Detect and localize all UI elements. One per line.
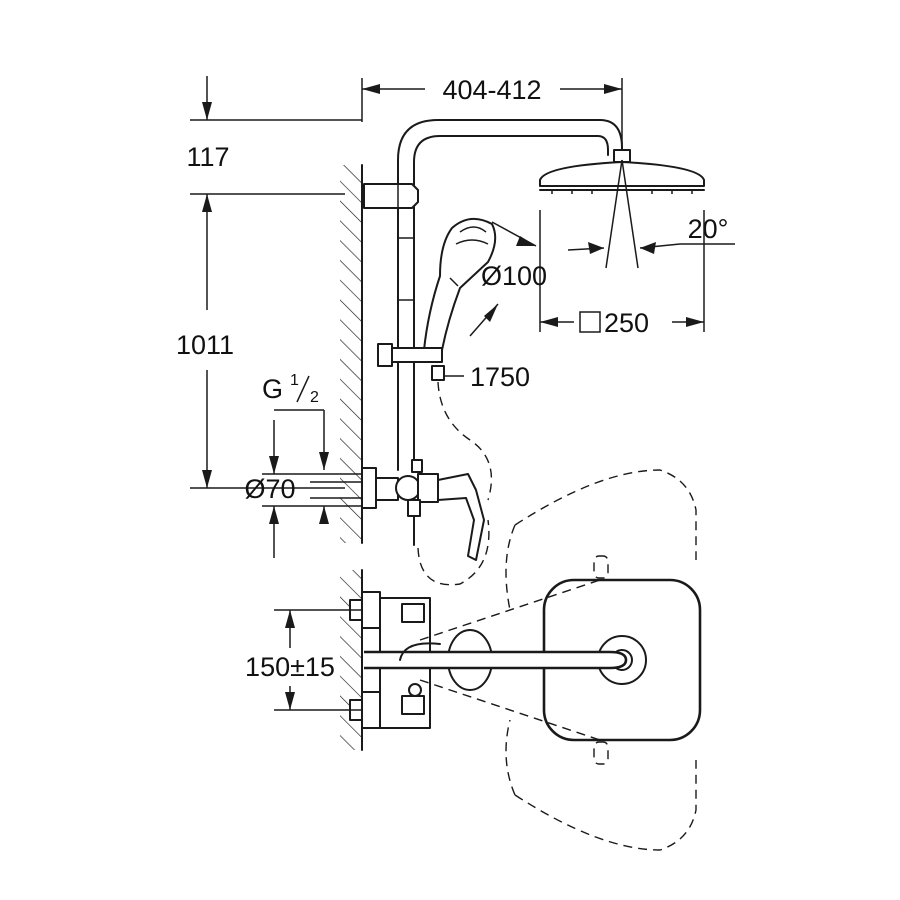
spray-angle-label: 20°: [688, 214, 729, 244]
inlet-spacing-dimension: 150±15: [245, 609, 362, 711]
thread-numerator: 1: [290, 372, 299, 389]
inlet-dimensions: G 1 2 Ø70: [244, 372, 362, 558]
inlet-diameter-label: Ø70: [244, 474, 295, 504]
hand-shower-diameter-label: Ø100: [481, 261, 547, 291]
riser-pipe: [397, 119, 623, 471]
wall-bracket: [363, 183, 419, 209]
hose-length-label: 1750: [470, 362, 530, 392]
wall-upper: [340, 164, 363, 544]
hand-shower: Ø100: [423, 217, 547, 351]
height-dimensions: 117 1011: [176, 76, 362, 489]
slider-holder: 1750: [377, 343, 530, 392]
height-label: 1011: [176, 330, 234, 360]
width-dimension: 404-412: [361, 75, 623, 160]
hose-path: [417, 381, 493, 586]
head-size-label: 250: [604, 308, 649, 338]
rotation-ghosts: [419, 469, 697, 851]
thread-letter: G: [262, 374, 283, 404]
inlet-spacing-label: 150±15: [245, 652, 335, 682]
thread-denominator: 2: [310, 389, 319, 406]
head-size-dimension: 250: [539, 210, 705, 338]
mixer-side: [361, 459, 485, 561]
plan-arm: [364, 642, 628, 670]
top-offset-label: 117: [186, 142, 229, 172]
wall-lower: [340, 569, 363, 751]
overhead-shower-head: 20°: [539, 149, 735, 269]
spray-nozzles: [551, 190, 693, 194]
width-span-label: 404-412: [442, 75, 541, 105]
